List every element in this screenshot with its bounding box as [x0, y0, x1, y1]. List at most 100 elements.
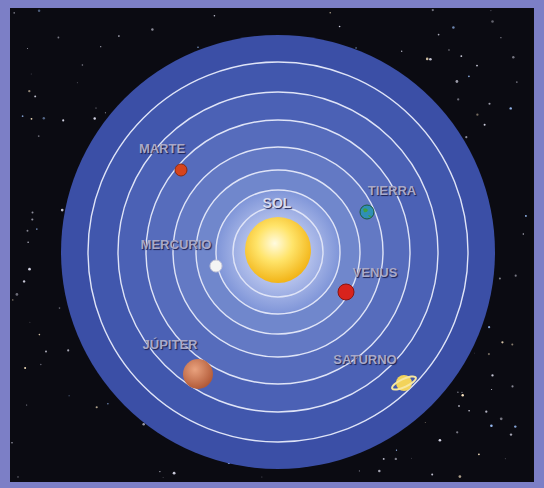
- star: [23, 280, 25, 282]
- star: [59, 307, 61, 309]
- star: [67, 349, 69, 351]
- star: [105, 112, 106, 113]
- jupiter: [183, 359, 213, 389]
- star: [491, 20, 494, 23]
- star: [468, 410, 470, 412]
- star: [490, 424, 493, 427]
- star: [13, 12, 15, 14]
- star: [355, 47, 357, 49]
- star: [39, 334, 41, 336]
- star: [214, 15, 216, 17]
- starfield: [10, 8, 534, 482]
- star: [515, 275, 517, 277]
- star: [456, 80, 459, 83]
- star: [34, 95, 36, 97]
- star: [426, 58, 429, 61]
- star: [478, 453, 480, 455]
- star: [509, 107, 511, 109]
- star: [523, 233, 524, 234]
- orbit-rings: [88, 62, 468, 442]
- sun-glow: [216, 190, 340, 314]
- star: [197, 46, 198, 47]
- star: [151, 28, 153, 30]
- star: [490, 10, 491, 11]
- mars: [175, 164, 187, 176]
- star: [401, 51, 402, 52]
- star: [159, 471, 160, 472]
- star: [62, 119, 64, 121]
- star: [27, 230, 29, 232]
- star: [395, 458, 397, 460]
- star: [31, 218, 33, 220]
- star: [432, 9, 434, 11]
- star: [173, 472, 176, 475]
- star: [17, 476, 18, 477]
- star: [26, 405, 27, 406]
- planet-label: TIERRA: [368, 183, 416, 198]
- star: [504, 458, 506, 460]
- star: [491, 389, 492, 390]
- star: [28, 268, 31, 271]
- star: [40, 364, 42, 366]
- star: [488, 353, 490, 355]
- star: [93, 117, 95, 119]
- star: [61, 209, 64, 212]
- star: [95, 108, 96, 109]
- sphere-band: [118, 92, 438, 412]
- star: [460, 55, 462, 57]
- star: [396, 450, 397, 451]
- star: [476, 65, 478, 67]
- star: [82, 64, 84, 66]
- venus: [338, 284, 354, 300]
- star: [458, 405, 460, 407]
- star: [36, 228, 38, 230]
- earth: [360, 205, 374, 219]
- star: [511, 343, 513, 345]
- star: [465, 136, 467, 138]
- sphere-band: [196, 170, 360, 334]
- stars: [11, 9, 526, 478]
- star: [76, 82, 78, 84]
- star: [457, 392, 458, 393]
- star: [429, 58, 432, 61]
- star: [32, 211, 34, 213]
- star: [514, 425, 516, 427]
- star: [378, 470, 381, 473]
- star: [468, 75, 470, 77]
- sphere-band: [173, 147, 383, 357]
- star: [501, 341, 503, 343]
- star: [261, 476, 263, 478]
- planet-label: MARTE: [139, 141, 185, 156]
- star: [499, 277, 501, 279]
- star: [488, 326, 490, 328]
- star: [162, 477, 164, 479]
- star: [31, 118, 33, 120]
- star: [38, 135, 40, 137]
- star: [27, 242, 29, 244]
- star: [516, 81, 518, 83]
- planet-label: VENUS: [353, 265, 398, 280]
- sun-label: SOL: [263, 195, 292, 211]
- star: [383, 458, 385, 460]
- star: [461, 394, 463, 396]
- earth-land: [363, 208, 371, 217]
- star: [438, 34, 440, 36]
- star: [525, 215, 527, 217]
- star: [142, 423, 145, 426]
- star: [118, 35, 120, 37]
- star: [491, 374, 493, 376]
- star: [100, 46, 101, 47]
- star: [359, 470, 360, 471]
- star: [27, 48, 28, 49]
- star: [452, 26, 454, 28]
- star: [511, 385, 513, 387]
- star: [11, 442, 12, 443]
- star: [69, 395, 70, 396]
- star: [38, 10, 40, 12]
- star: [488, 103, 490, 105]
- star: [461, 392, 462, 393]
- star: [512, 56, 514, 58]
- star: [448, 49, 449, 50]
- sphere-band: [88, 62, 468, 442]
- star: [510, 433, 512, 435]
